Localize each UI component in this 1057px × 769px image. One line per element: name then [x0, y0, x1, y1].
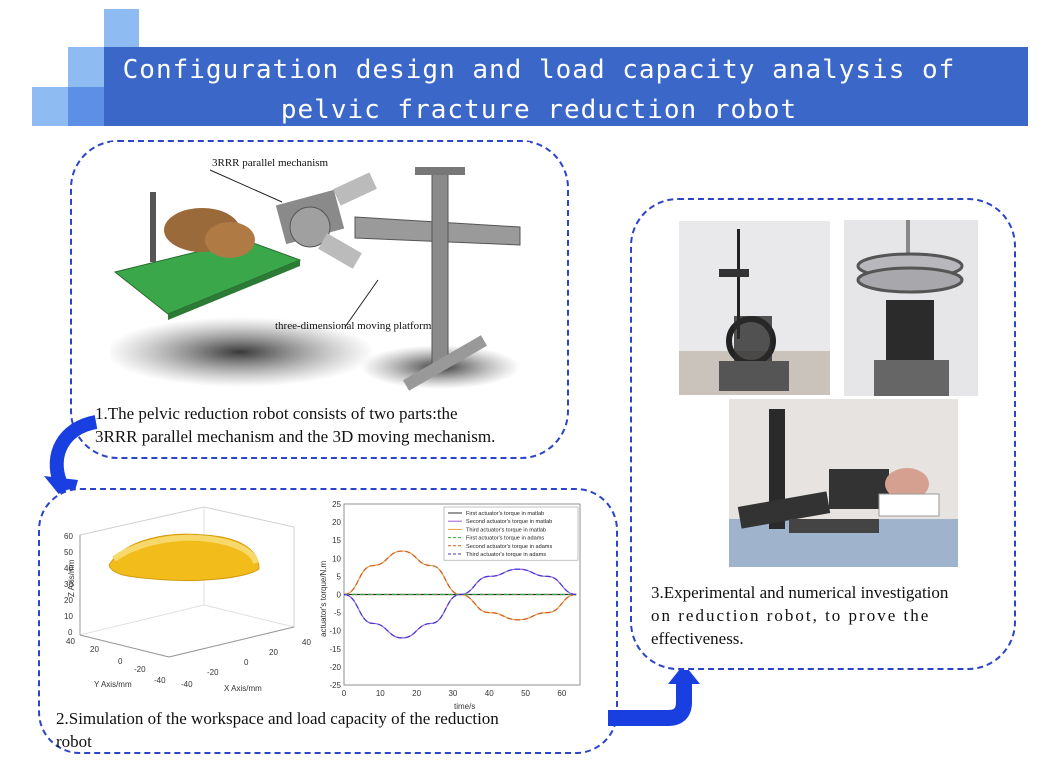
label-3rrr: 3RRR parallel mechanism	[212, 157, 329, 169]
deco-square	[68, 47, 104, 87]
chart-x-tick: 60	[557, 689, 566, 698]
chart-y-tick: 0	[337, 591, 342, 600]
legend-label: First actuator's torque in matlab	[466, 511, 544, 517]
x-tick: -40	[181, 680, 193, 689]
z-tick: 10	[64, 612, 73, 621]
legend-label: First actuator's torque in adams	[466, 536, 544, 542]
chart-y-tick: 15	[332, 536, 341, 545]
experiment-photo-2	[844, 220, 978, 396]
x-axis-label: X Axis/mm	[224, 684, 262, 693]
y-axis-label: Y Axis/mm	[94, 680, 132, 689]
chart-x-tick: 10	[376, 689, 385, 698]
x-tick: 20	[269, 648, 278, 657]
chart-x-tick: 40	[485, 689, 494, 698]
y-tick-labels: 40 20 0 -20 -40	[66, 637, 166, 685]
deco-square	[104, 9, 139, 47]
workspace-plot: 60 50 40 30 20 10 0 Z Axis/mm 40 20 0 -2…	[64, 506, 311, 693]
x-tick: 0	[244, 658, 249, 667]
chart-legend: First actuator's torque in matlabSecond …	[443, 506, 579, 561]
z-tick: 30	[64, 580, 73, 589]
experiment-photo-1	[679, 221, 830, 395]
caption-panel-2: 2.Simulation of the workspace and load c…	[56, 707, 616, 753]
legend-box	[443, 506, 579, 561]
caption-3-line-3: effectiveness.	[651, 629, 744, 648]
label-platform: three-dimensional moving platform	[275, 320, 432, 332]
flow-arrow-2	[608, 664, 700, 726]
caption-1-line-2: 3RRR parallel mechanism and the 3D movin…	[95, 427, 496, 446]
chart-y-tick: 20	[332, 518, 341, 527]
chart-y-tick: -25	[329, 681, 341, 690]
chart-x-tick: 20	[412, 689, 421, 698]
y-tick: 40	[66, 637, 75, 646]
chart-x-tick: 30	[448, 689, 457, 698]
z-tick: 50	[64, 548, 73, 557]
x-tick: 40	[302, 638, 311, 647]
legend-label: Third actuator's torque in adams	[466, 552, 546, 558]
chart-x-tick: 50	[521, 689, 530, 698]
x-tick-labels: -40 -20 0 20 40	[181, 638, 311, 689]
z-tick: 40	[64, 564, 73, 573]
chart-x-tick: 0	[342, 689, 347, 698]
z-tick: 60	[64, 532, 73, 541]
chart-y-tick: 25	[332, 500, 341, 509]
chart-y-tick: -20	[329, 663, 341, 672]
legend-label: Third actuator's torque in matlab	[466, 527, 546, 533]
deco-square	[32, 87, 68, 126]
x-tick: -20	[207, 668, 219, 677]
caption-2-line-2: robot	[56, 732, 92, 751]
z-tick: 20	[64, 596, 73, 605]
robot-cad-rendering	[110, 142, 530, 394]
z-tick: 0	[68, 628, 73, 637]
y-tick: 0	[118, 657, 123, 666]
deco-square	[68, 87, 104, 126]
chart-y-tick: 10	[332, 554, 341, 563]
title-line-2: pelvic fracture reduction robot	[280, 95, 798, 125]
y-tick: -40	[154, 676, 166, 685]
caption-2-line-1: 2.Simulation of the workspace and load c…	[56, 709, 499, 728]
caption-3-line-1: 3.Experimental and numerical investigati…	[651, 583, 949, 602]
caption-3-line-2: on reduction robot, to prove the	[651, 606, 931, 625]
chart-ylabel: actuator's torque/N.m	[319, 560, 328, 637]
legend-label: Second actuator's torque in matlab	[466, 519, 552, 525]
z-axis-label: Z Axis/mm	[67, 559, 76, 597]
z-tick-labels: 60 50 40 30 20 10 0	[64, 532, 73, 637]
legend-label: Second actuator's torque in adams	[466, 544, 552, 550]
caption-panel-3: 3.Experimental and numerical investigati…	[651, 581, 996, 650]
y-tick: -20	[134, 665, 146, 674]
chart-y-tick: -5	[334, 609, 342, 618]
caption-1-line-1: 1.The pelvic reduction robot consists of…	[95, 404, 458, 423]
chart-y-tick: -15	[329, 645, 341, 654]
caption-panel-1: 1.The pelvic reduction robot consists of…	[95, 402, 565, 448]
title-banner	[104, 47, 1028, 126]
series-line-6	[343, 568, 577, 639]
title-line-1: Configuration design and load capacity a…	[122, 55, 956, 85]
chart-series	[343, 550, 577, 639]
page-title: Configuration design and load capacity a…	[104, 50, 974, 130]
y-tick: 20	[90, 645, 99, 654]
chart-y-tick: -10	[329, 627, 341, 636]
chart-xlabel: time/s	[454, 702, 475, 711]
chart-y-tick: 5	[337, 572, 342, 581]
experiment-photo-3	[729, 399, 958, 567]
